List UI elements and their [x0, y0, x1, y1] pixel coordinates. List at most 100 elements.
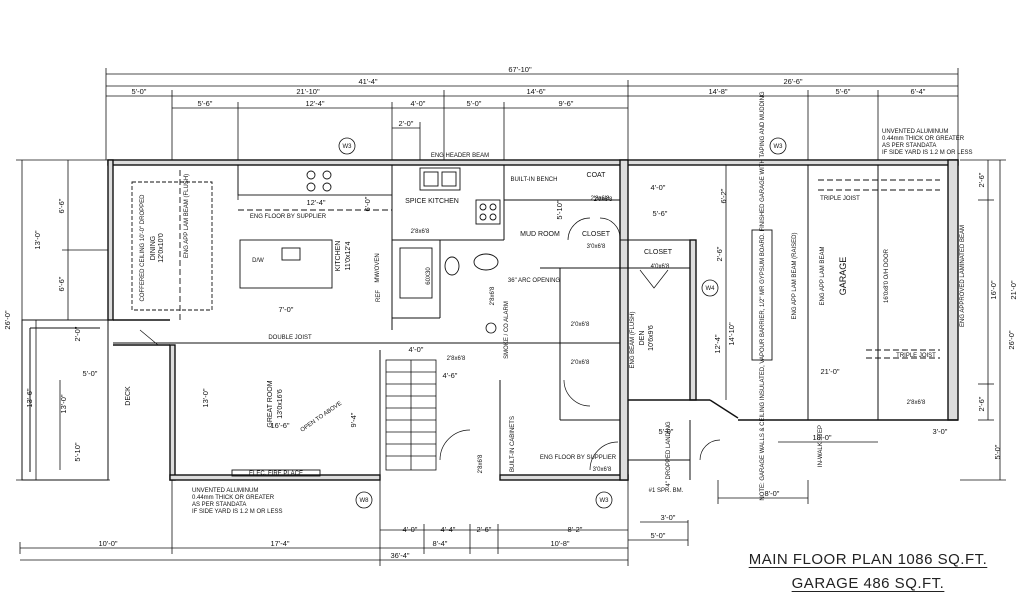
note-arc-opening: 36" ARC OPENING [508, 278, 560, 284]
dim-label: 26'-0" [1007, 330, 1016, 349]
door-label: 2'8x6'8 [490, 286, 496, 305]
dim-label: 16'-0" [989, 280, 998, 299]
garage-title: GARAGE 486 SQ.FT. [791, 575, 945, 592]
dim-label: 5'-0" [132, 87, 147, 96]
dim-label: 21'-0" [1009, 280, 1018, 299]
room-dining: DINING [150, 236, 157, 261]
door-label: 2'0x6'8 [571, 360, 590, 366]
exterior-walls [107, 159, 959, 481]
room-kitchen: KITCHEN [335, 241, 342, 272]
coffered-ceiling-note: COFFERED CEILING 10'-0" DROPPED [140, 194, 146, 302]
dim-label: 6'-2" [719, 188, 728, 203]
dim-label: 18'-0" [812, 433, 831, 442]
room-great-room: GREAT ROOM [267, 380, 274, 427]
dim-label: 10'-8" [550, 539, 569, 548]
room-closet: CLOSET [582, 231, 611, 238]
note-eng-floor: ENG FLOOR BY SUPPLIER [540, 455, 617, 461]
dim-label: 14'-8" [708, 87, 727, 96]
dimension-lines [16, 68, 1006, 566]
dim-label: 8'-0" [765, 489, 780, 498]
dim-label: 6'-4" [911, 87, 926, 96]
dim-label: 13'-0" [59, 394, 68, 413]
window-tag: W4 [706, 286, 716, 292]
vent-note-bottom: UNVENTED ALUMINUM 0.44mm THICK OR GREATE… [192, 488, 282, 515]
dim-label: 5'-0" [83, 369, 98, 378]
note-ref: REF [376, 290, 382, 302]
note-builtin-cabinets: BUILT-IN CABINETS [510, 416, 516, 472]
dim-label: 13'-6" [25, 388, 34, 407]
dim-label: 5'-6" [653, 209, 668, 218]
dim-label: 2'-0" [73, 326, 82, 341]
room-mud-room: MUD ROOM [520, 231, 560, 238]
dim-label: 9'-6" [559, 99, 574, 108]
room-labels: DINING 12'0x10'0 COFFERED CEILING 10'-0"… [125, 172, 890, 428]
vent-note-line: UNVENTED ALUMINUM [192, 488, 258, 494]
note-eng-lam-beam-raised: ENG APP LAM BEAM (RAISED) [792, 233, 798, 320]
dim-label: 4'-0" [411, 99, 426, 108]
dim-label: 12'-4" [306, 198, 325, 207]
dim-label: 2'-6" [477, 525, 492, 534]
dim-label: 6'-6" [57, 276, 66, 291]
vent-note-line: AS PER STANDATA [192, 502, 246, 508]
dim-label: 13'-0" [33, 230, 42, 249]
drawing-notes: ENG HEADER BEAM BUILT-IN BENCH ENG FLOOR… [184, 91, 966, 501]
dim-label: 2'-6" [977, 396, 986, 411]
dim-label: 10'-0" [98, 539, 117, 548]
door-label: 2'8x6'8 [907, 400, 926, 406]
kitchen-fixtures [131, 164, 940, 477]
room-den-size: 10'6x9'6 [648, 325, 655, 351]
room-closet: CLOSET [644, 249, 673, 256]
dim-label: 3'-0" [661, 513, 676, 522]
dim-label: 6'-6" [57, 198, 66, 213]
window-tag: W3 [343, 144, 353, 150]
room-deck: DECK [125, 386, 132, 406]
dim-left-block: 41'-4" [358, 77, 377, 86]
dim-label: 5'-10" [555, 200, 564, 219]
note-open-above: OPEN TO ABOVE [300, 401, 343, 434]
dim-overall: 67'-10" [508, 65, 532, 74]
dim-label: 4'-4" [441, 525, 456, 534]
note-walk-step: IN-WALK STEP [818, 425, 824, 467]
vent-note-line: 0.44mm THICK OR GREATER [192, 495, 275, 501]
room-dining-size: 12'0x10'0 [158, 233, 165, 263]
door-label: 2'8x6'8 [447, 356, 466, 362]
dim-label: 2'-0" [399, 119, 414, 128]
dim-label: 4'-0" [651, 183, 666, 192]
window-tags [338, 137, 787, 509]
dim-right-block: 26'-6" [783, 77, 802, 86]
dim-label: 5'-0" [659, 427, 674, 436]
room-spice-kitchen: SPICE KITCHEN [405, 198, 459, 205]
dim-label: 5'-10" [73, 442, 82, 461]
vent-note-line: IF SIDE YARD IS 1.2 M OR LESS [192, 509, 282, 515]
note-mw-oven: MW/OVEN [375, 253, 381, 282]
dim-label: 5'-0" [651, 531, 666, 540]
door-label: 2'0x6'8 [571, 322, 590, 328]
vent-note-top: UNVENTED ALUMINUM 0.44mm THICK OR GREATE… [882, 129, 972, 156]
dim-label: 2'-6" [715, 246, 724, 261]
window-tag: W3 [774, 144, 784, 150]
dim-label: 7'-0" [279, 305, 294, 314]
dim-label: 5'-6" [836, 87, 851, 96]
note-eng-lam-beam: ENG APP LAM BEAM (FLUSH) [184, 174, 190, 258]
dim-label: 5'-0" [467, 99, 482, 108]
room-garage: GARAGE [838, 257, 848, 296]
note-dw: D/W [252, 258, 264, 264]
dim-label: 13'-0" [201, 388, 210, 407]
vent-note-line: 0.44mm THICK OR GREATER [882, 136, 965, 142]
note-triple-joist: TRIPLE JOIST [820, 196, 860, 202]
dim-label: 16'-6" [270, 421, 289, 430]
note-double-joist: DOUBLE JOIST [268, 335, 312, 341]
dim-label: 21'-0" [820, 367, 839, 376]
note-triple-joist: TRIPLE JOIST [896, 353, 936, 359]
dim-label: 8'-2" [568, 525, 583, 534]
note-dropped-landing: 4" DROPPED LANDING [666, 421, 672, 486]
room-coat: COAT [587, 172, 607, 179]
window-labels: W3 W3 W4 W8 W3 [343, 144, 784, 504]
room-den: DEN [639, 331, 646, 346]
door-label: 2'8x6'8 [411, 229, 430, 235]
dim-label: 14'-10" [727, 322, 736, 346]
door-labels: 2'8x6'8 3'0x6'8 2'0x6'8 2'0x6'8 2'8x6'8 … [411, 196, 926, 473]
dim-label: 5'-6" [198, 99, 213, 108]
door-label: 2'8x6'8 [478, 454, 484, 473]
dim-label: 36'-4" [390, 551, 409, 560]
